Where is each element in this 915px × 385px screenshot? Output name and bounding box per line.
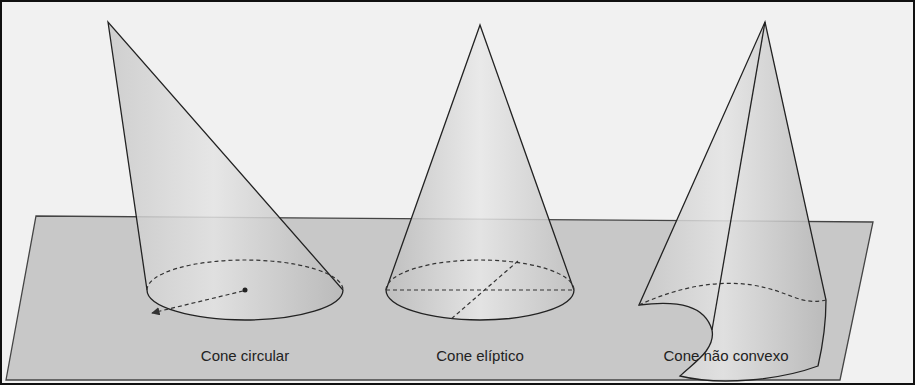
cone-label: Cone circular (201, 347, 289, 364)
cone-label: Cone não convexo (663, 347, 788, 364)
cone-label: Cone elíptico (436, 347, 524, 364)
non-convex-cone (639, 22, 826, 381)
elliptic-cone (386, 25, 574, 320)
circular-cone (108, 22, 343, 320)
